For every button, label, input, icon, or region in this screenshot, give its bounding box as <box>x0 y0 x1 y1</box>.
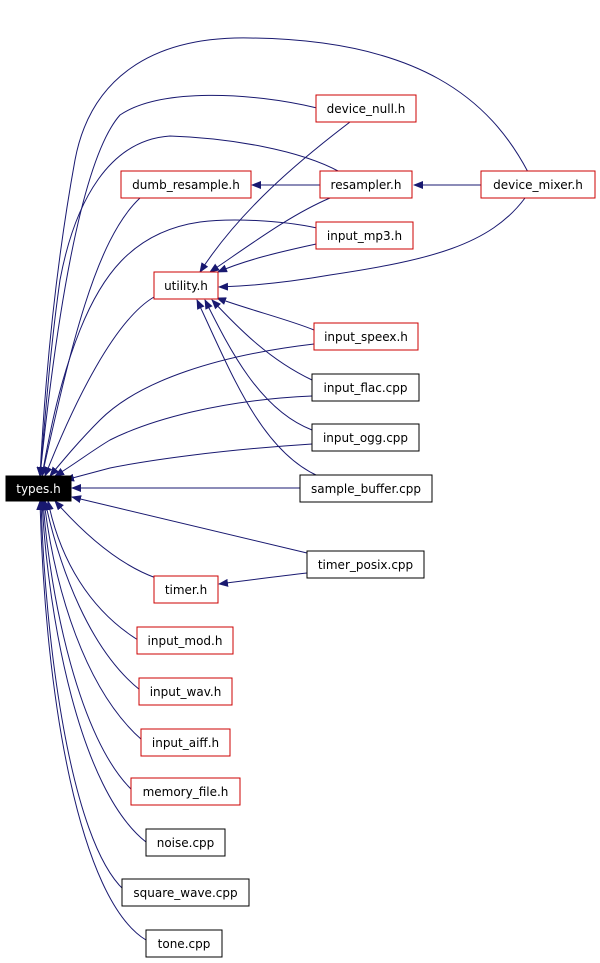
node-timer-posix-cpp[interactable]: timer_posix.cpp <box>306 550 425 579</box>
node-sample-buffer-cpp[interactable]: sample_buffer.cpp <box>299 474 433 503</box>
edge-timer-posix-to-types <box>71 495 308 554</box>
edge-input-flac-to-utility <box>211 299 313 381</box>
node-types-h[interactable]: types.h <box>5 475 72 502</box>
node-device-mixer-h[interactable]: device_mixer.h <box>480 170 596 199</box>
node-input-wav-h[interactable]: input_wav.h <box>138 677 233 706</box>
node-square-wave-cpp-box <box>121 878 250 907</box>
node-input-aiff-h-label: input_aiff.h <box>152 736 219 750</box>
node-input-speex-h-box <box>313 322 419 351</box>
node-memory-file-h-label: memory_file.h <box>143 785 229 799</box>
node-input-wav-h-label: input_wav.h <box>150 685 222 699</box>
node-tone-cpp-label: tone.cpp <box>158 937 211 951</box>
edge-utility-to-types <box>44 296 155 477</box>
node-input-mp3-h-box <box>315 221 414 250</box>
node-square-wave-cpp-label: square_wave.cpp <box>133 886 237 900</box>
node-sample-buffer-cpp-box <box>299 474 433 503</box>
node-input-mp3-h[interactable]: input_mp3.h <box>315 221 414 250</box>
node-dumb-resample-h[interactable]: dumb_resample.h <box>120 170 252 199</box>
edge-square-wave-to-types <box>37 500 125 891</box>
node-input-speex-h[interactable]: input_speex.h <box>313 322 419 351</box>
node-device-mixer-h-box <box>480 170 596 199</box>
edge-memory-file-to-types <box>39 500 133 791</box>
edge-input-wav-to-types <box>43 500 141 691</box>
node-input-speex-h-label: input_speex.h <box>324 330 408 344</box>
node-dumb-resample-h-label: dumb_resample.h <box>132 178 240 192</box>
node-timer-posix-cpp-label: timer_posix.cpp <box>318 558 413 572</box>
edge-sample-buffer-to-utility <box>196 299 319 477</box>
node-layer: types.h device_null.h dumb_resample.h re… <box>5 94 596 958</box>
node-utility-h[interactable]: utility.h <box>153 271 219 300</box>
node-tone-cpp-box <box>145 929 223 958</box>
edge-input-aiff-to-types <box>41 500 143 741</box>
node-timer-h-label: timer.h <box>165 583 207 597</box>
node-input-mod-h-box <box>136 626 234 655</box>
node-dumb-resample-h-box <box>120 170 252 199</box>
node-input-mod-h-label: input_mod.h <box>148 634 223 648</box>
node-memory-file-h[interactable]: memory_file.h <box>130 777 241 806</box>
node-memory-file-h-box <box>130 777 241 806</box>
node-input-aiff-h-box <box>140 728 231 757</box>
node-timer-h-box <box>153 575 219 604</box>
edge-input-ogg-to-utility <box>204 299 313 431</box>
node-input-flac-cpp-label: input_flac.cpp <box>323 381 407 395</box>
edge-timer-posix-to-timer <box>218 572 308 587</box>
node-input-ogg-cpp-label: input_ogg.cpp <box>323 431 408 445</box>
edge-input-mp3-to-types <box>39 219 318 477</box>
edge-input-mp3-to-utility <box>217 243 317 273</box>
edge-device-null-to-types <box>36 94 318 477</box>
node-square-wave-cpp[interactable]: square_wave.cpp <box>121 878 250 907</box>
edge-layer <box>36 37 529 941</box>
edge-dumb-resample-to-types <box>40 197 141 477</box>
node-input-aiff-h[interactable]: input_aiff.h <box>140 728 231 757</box>
edge-input-ogg-to-types <box>64 443 313 482</box>
edge-device-mixer-to-types <box>36 37 529 477</box>
node-input-ogg-cpp[interactable]: input_ogg.cpp <box>311 423 420 452</box>
node-types-h-box <box>5 475 72 502</box>
edge-input-speex-to-utility <box>216 297 315 331</box>
node-noise-cpp-label: noise.cpp <box>157 836 215 850</box>
node-timer-h[interactable]: timer.h <box>153 575 219 604</box>
node-device-null-h[interactable]: device_null.h <box>315 94 417 123</box>
node-utility-h-label: utility.h <box>164 279 208 293</box>
node-input-ogg-cpp-box <box>311 423 420 452</box>
node-device-null-h-label: device_null.h <box>327 102 406 116</box>
node-input-flac-cpp-box <box>311 373 420 402</box>
node-noise-cpp[interactable]: noise.cpp <box>145 828 226 857</box>
edge-noise-to-types <box>38 500 147 843</box>
edge-input-mod-to-types <box>45 500 139 641</box>
edge-resampler-to-utility <box>209 197 331 273</box>
node-resampler-h-box <box>319 170 413 199</box>
node-timer-posix-cpp-box <box>306 550 425 579</box>
node-noise-cpp-box <box>145 828 226 857</box>
node-resampler-h[interactable]: resampler.h <box>319 170 413 199</box>
node-device-mixer-h-label: device_mixer.h <box>493 178 583 192</box>
node-types-h-label: types.h <box>16 482 60 496</box>
node-sample-buffer-cpp-label: sample_buffer.cpp <box>311 482 421 496</box>
edge-input-speex-to-types <box>49 343 315 477</box>
node-input-flac-cpp[interactable]: input_flac.cpp <box>311 373 420 402</box>
node-resampler-h-label: resampler.h <box>331 178 402 192</box>
edge-input-flac-to-types <box>54 395 313 477</box>
edge-timer-to-types <box>54 500 157 579</box>
edge-device-mixer-to-utility <box>218 197 526 291</box>
node-device-null-h-box <box>315 94 417 123</box>
edge-resampler-to-types <box>36 135 341 477</box>
edge-device-null-to-utility <box>199 121 351 273</box>
node-utility-h-box <box>153 271 219 300</box>
node-tone-cpp[interactable]: tone.cpp <box>145 929 223 958</box>
node-input-mod-h[interactable]: input_mod.h <box>136 626 234 655</box>
node-input-wav-h-box <box>138 677 233 706</box>
edge-tone-to-types <box>36 500 147 941</box>
node-input-mp3-h-label: input_mp3.h <box>327 229 402 243</box>
